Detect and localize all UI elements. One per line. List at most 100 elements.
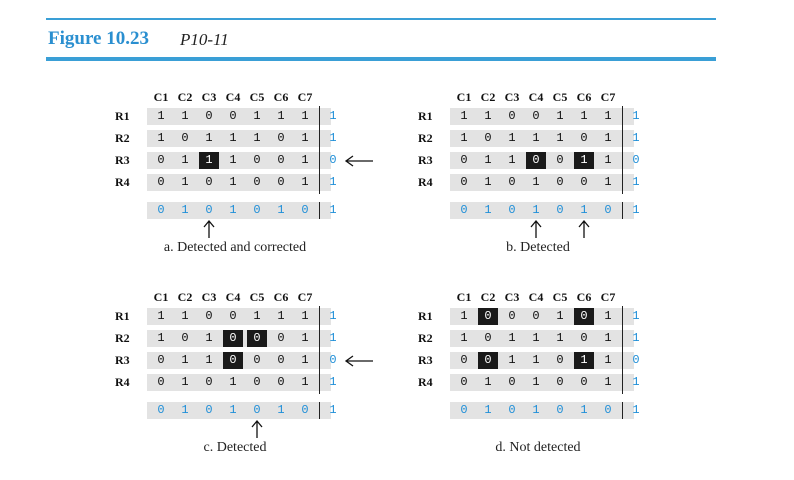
row-label: R3 (418, 153, 433, 167)
column-header: C7 (600, 290, 616, 304)
row-label: R4 (418, 375, 433, 389)
column-parity-bit: 0 (460, 203, 468, 217)
column-parity-bit: 0 (508, 403, 516, 417)
row-parity-bit: 1 (329, 175, 337, 189)
bit-cell: 1 (181, 375, 189, 389)
bit-cell: 0 (253, 153, 261, 167)
bit-cell: 1 (460, 309, 468, 323)
bit-cell: 1 (508, 331, 516, 345)
row-band (147, 374, 331, 391)
column-parity-bit: 0 (205, 203, 213, 217)
row-band (450, 374, 634, 391)
column-parity-bit: 0 (604, 203, 612, 217)
column-error-arrow-icon (251, 420, 263, 438)
parity-row-band (147, 402, 331, 419)
bit-cell: 0 (253, 175, 261, 189)
row-label: R3 (115, 353, 130, 367)
row-band (147, 130, 331, 147)
row-label: R1 (418, 309, 433, 323)
column-parity-bit: 0 (556, 403, 564, 417)
bit-cell: 0 (556, 353, 564, 367)
column-error-arrow-icon (203, 220, 215, 238)
bit-cell: 1 (205, 131, 213, 145)
bit-cell: 0 (484, 131, 492, 145)
row-band (147, 308, 331, 325)
parity-divider (319, 106, 320, 194)
column-parity-bit: 0 (253, 403, 261, 417)
bit-cell: 1 (604, 375, 612, 389)
column-header: C1 (456, 290, 472, 304)
bit-cell: 1 (181, 309, 189, 323)
column-parity-bit: 0 (157, 403, 165, 417)
column-parity-bit: 0 (253, 203, 261, 217)
row-band (147, 152, 331, 169)
row-label: R3 (418, 353, 433, 367)
bit-cell: 0 (460, 353, 468, 367)
row-label: R1 (115, 109, 130, 123)
flipped-bit-cell: 0 (247, 330, 267, 347)
parity-divider (319, 402, 320, 419)
row-parity-bit: 1 (632, 131, 640, 145)
parity-divider (622, 306, 623, 394)
parity-divider (319, 306, 320, 394)
column-parity-bit: 1 (229, 403, 237, 417)
column-header: C7 (297, 90, 313, 104)
flipped-bit-cell: 0 (574, 308, 594, 325)
bit-cell: 1 (301, 353, 309, 367)
bit-cell: 1 (532, 331, 540, 345)
column-parity-bit: 1 (277, 203, 285, 217)
row-band (450, 174, 634, 191)
bit-cell: 0 (157, 153, 165, 167)
row-error-arrow-icon (344, 355, 373, 367)
bit-cell: 1 (301, 153, 309, 167)
row-label: R2 (115, 331, 130, 345)
column-parity-bit: 1 (229, 203, 237, 217)
row-parity-bit: 1 (329, 109, 337, 123)
bit-cell: 0 (277, 153, 285, 167)
figure-subtitle: P10-11 (180, 30, 229, 49)
bit-cell: 1 (460, 109, 468, 123)
bottom-rule (46, 57, 716, 61)
column-header: C2 (177, 90, 193, 104)
bit-cell: 1 (580, 109, 588, 123)
bit-cell: 0 (556, 375, 564, 389)
bit-cell: 1 (229, 175, 237, 189)
column-parity-bit: 1 (532, 403, 540, 417)
bit-cell: 1 (229, 375, 237, 389)
row-parity-bit: 1 (329, 331, 337, 345)
column-header: C6 (576, 290, 592, 304)
bit-cell: 1 (604, 109, 612, 123)
parity-divider (622, 402, 623, 419)
bit-cell: 1 (508, 353, 516, 367)
bit-cell: 0 (277, 131, 285, 145)
bit-cell: 1 (253, 131, 261, 145)
bit-cell: 0 (253, 353, 261, 367)
row-label: R4 (115, 175, 130, 189)
row-band (147, 174, 331, 191)
bit-cell: 0 (157, 375, 165, 389)
bit-cell: 0 (205, 309, 213, 323)
bit-cell: 0 (580, 375, 588, 389)
column-parity-bit: 1 (580, 403, 588, 417)
bit-cell: 0 (277, 353, 285, 367)
bit-cell: 1 (277, 109, 285, 123)
bit-cell: 0 (460, 375, 468, 389)
flipped-bit-cell: 0 (478, 352, 498, 369)
bit-cell: 0 (460, 175, 468, 189)
bit-cell: 1 (484, 375, 492, 389)
row-parity-bit: 1 (632, 331, 640, 345)
column-parity-bit: 0 (301, 203, 309, 217)
column-parity-bit: 0 (604, 403, 612, 417)
bit-cell: 0 (205, 375, 213, 389)
bit-cell: 0 (229, 109, 237, 123)
bit-cell: 1 (229, 131, 237, 145)
figure-title: Figure 10.23 (48, 28, 149, 49)
column-header: C6 (273, 290, 289, 304)
bit-cell: 0 (532, 109, 540, 123)
bit-cell: 1 (604, 331, 612, 345)
parity-row-band (450, 202, 634, 219)
column-header: C7 (600, 90, 616, 104)
row-label: R2 (418, 331, 433, 345)
top-rule (46, 18, 716, 20)
